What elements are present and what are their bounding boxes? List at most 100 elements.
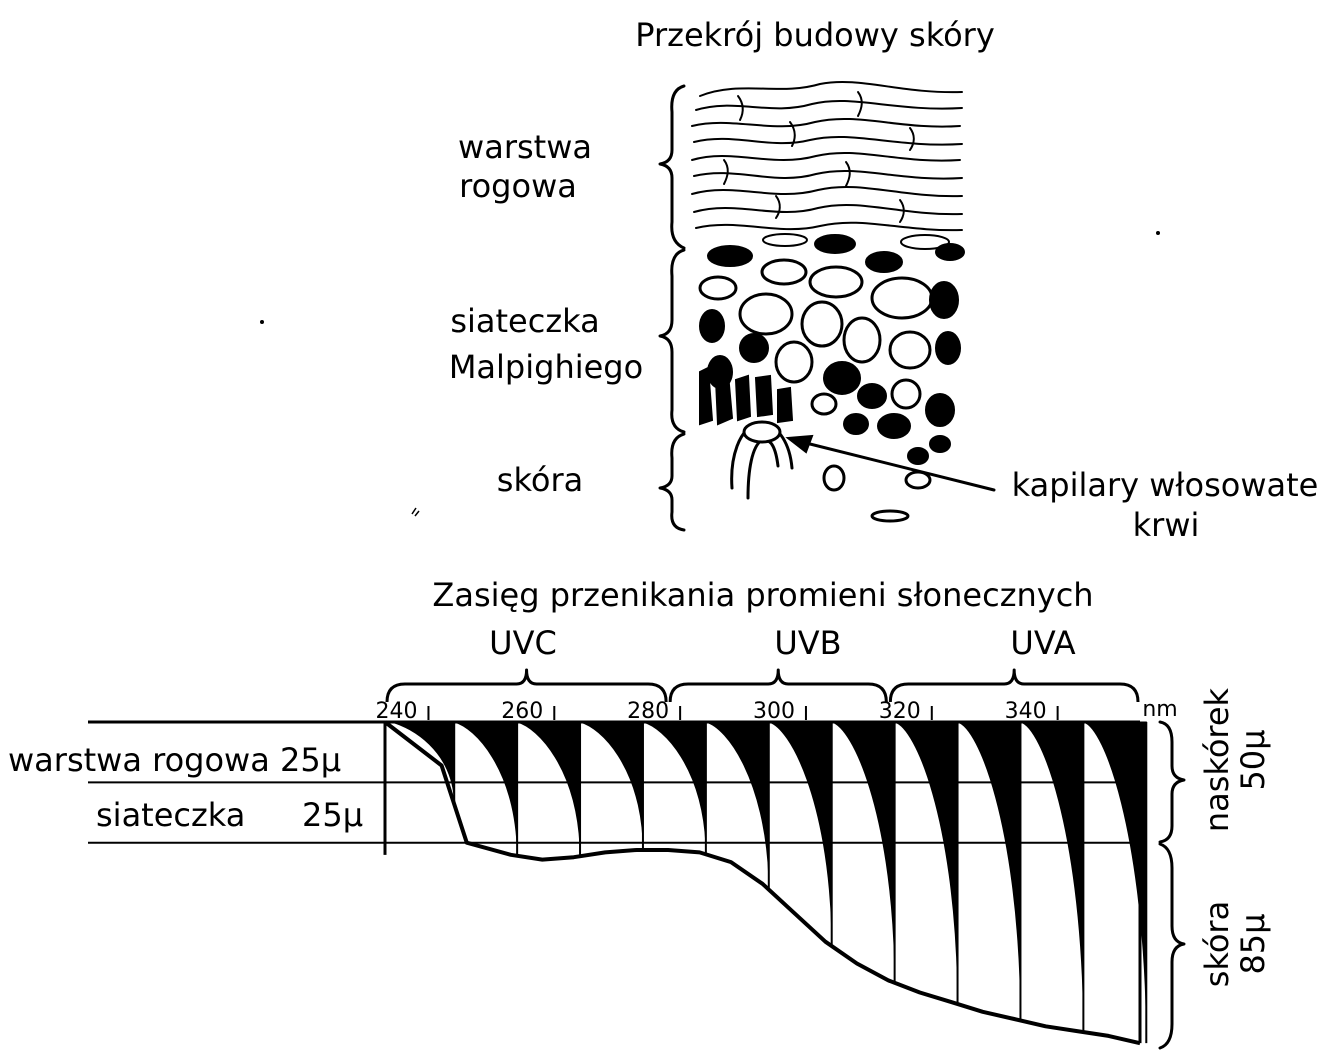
x-tick-label: 240 <box>375 699 417 724</box>
cell <box>740 294 792 334</box>
cell <box>810 267 862 297</box>
dark-cell <box>908 448 928 464</box>
dark-cell <box>930 282 958 318</box>
cell <box>776 342 812 382</box>
corneum-seam <box>910 128 914 150</box>
band-label-uva: UVA <box>1010 624 1075 662</box>
right-group-dermis: skóra 85µ <box>1198 901 1272 987</box>
penetration-wedge <box>706 722 769 876</box>
cell <box>762 260 806 284</box>
cell <box>872 278 932 318</box>
right-group-epidermis-line1: naskórek <box>1198 687 1236 832</box>
stratum-corneum-illustration <box>692 82 962 249</box>
dark-cell <box>930 436 950 452</box>
capillary-callout: kapilary włosowate krwi <box>788 436 1318 544</box>
layer-label-malpighi: siateczka Malpighiego <box>449 302 643 386</box>
row-label-corneum: warstwa rogowa 25µ <box>8 741 341 779</box>
callout-label-line2: krwi <box>1133 506 1200 544</box>
x-tick-label: 320 <box>879 699 921 724</box>
dark-cell <box>866 252 902 272</box>
stratum-malpighi-illustration <box>700 235 964 464</box>
row-labels: warstwa rogowa 25µ siateczka 25µ <box>8 741 363 834</box>
corneum-line <box>696 101 962 110</box>
dark-cell <box>858 384 886 408</box>
corneum-seam <box>724 160 728 184</box>
chart-title: Zasięg przenikania promieni słonecznych <box>432 576 1093 614</box>
dark-cell <box>700 310 724 342</box>
corneum-line <box>692 119 960 127</box>
callout-label-line1: kapilary włosowate <box>1012 466 1319 504</box>
corneum-line <box>694 137 962 145</box>
corneum-seam <box>738 96 743 120</box>
x-tick-label: 340 <box>1005 699 1047 724</box>
layer-label-dermis: skóra <box>497 461 583 499</box>
granular-cell <box>763 234 807 246</box>
x-tick-label: 260 <box>501 699 543 724</box>
brace-malpighi <box>660 250 684 432</box>
corneum-line <box>692 153 960 161</box>
callout-arrow-head <box>788 436 812 452</box>
layer-label-corneum-line2: rogowa <box>459 167 577 205</box>
right-group-dermis-line2: 85µ <box>1234 913 1272 974</box>
basal-cell <box>716 374 732 424</box>
dark-cell <box>878 414 910 438</box>
section-title: Przekrój budowy skóry <box>635 16 995 54</box>
corneum-line <box>696 223 962 230</box>
dark-cell <box>936 332 960 364</box>
brace-corneum <box>660 86 684 248</box>
penetration-wedge <box>895 722 958 982</box>
right-group-epidermis-line2: 50µ <box>1234 729 1272 790</box>
capillary-cross-section <box>744 422 780 442</box>
dark-cell <box>815 235 855 253</box>
penetration-wedge <box>958 722 1021 997</box>
right-group-epidermis: naskórek 50µ <box>1198 687 1272 832</box>
dark-cell <box>926 394 954 426</box>
corneum-seam <box>776 196 780 218</box>
band-brace <box>387 670 666 702</box>
x-tick-layer: 240 260 280 300 320 340 <box>375 699 1057 724</box>
corneum-line <box>692 187 962 196</box>
layer-label-malpighi-line1: siateczka <box>450 302 599 340</box>
brace-dermis-right <box>1160 844 1184 1048</box>
cell <box>802 302 842 346</box>
band-brace <box>890 670 1138 702</box>
penetration-wedge <box>1021 722 1084 1007</box>
basal-cell <box>736 376 750 420</box>
layer-label-corneum-line1: warstwa <box>458 128 592 166</box>
capillary-cross-section <box>872 511 908 521</box>
band-label-uvb: UVB <box>774 624 841 662</box>
band-labels: UVC UVB UVA <box>489 624 1076 662</box>
cell <box>890 332 930 368</box>
layer-label-malpighi-line2: Malpighiego <box>449 348 643 386</box>
speck <box>1156 231 1160 235</box>
penetration-wedge <box>517 722 580 846</box>
penetration-wedge <box>580 722 643 840</box>
penetration-wedge <box>1083 722 1146 1018</box>
right-group-dermis-line1: skóra <box>1198 901 1236 987</box>
basal-cell <box>778 388 792 422</box>
x-axis-unit: nm <box>1142 697 1177 722</box>
cell <box>700 277 736 299</box>
cell <box>892 380 920 408</box>
wedge-layer <box>391 722 1146 1043</box>
speck <box>412 508 419 516</box>
dark-cell <box>740 334 768 362</box>
corneum-seam <box>858 92 862 116</box>
dark-cell <box>936 244 964 260</box>
capillary-cross-section <box>824 466 844 490</box>
band-braces <box>387 670 1138 702</box>
cell <box>844 318 880 362</box>
brace-dermis <box>660 434 684 530</box>
basal-cell <box>756 376 772 416</box>
dark-cell <box>708 246 752 266</box>
layer-label-corneum: warstwa rogowa <box>458 128 592 205</box>
corneum-line <box>694 171 962 179</box>
corneum-line <box>700 82 962 96</box>
band-brace <box>670 670 886 702</box>
x-tick-label: 300 <box>753 699 795 724</box>
brace-epidermis <box>1160 722 1184 842</box>
dark-cell <box>844 414 868 434</box>
x-tick-label: 280 <box>627 699 669 724</box>
